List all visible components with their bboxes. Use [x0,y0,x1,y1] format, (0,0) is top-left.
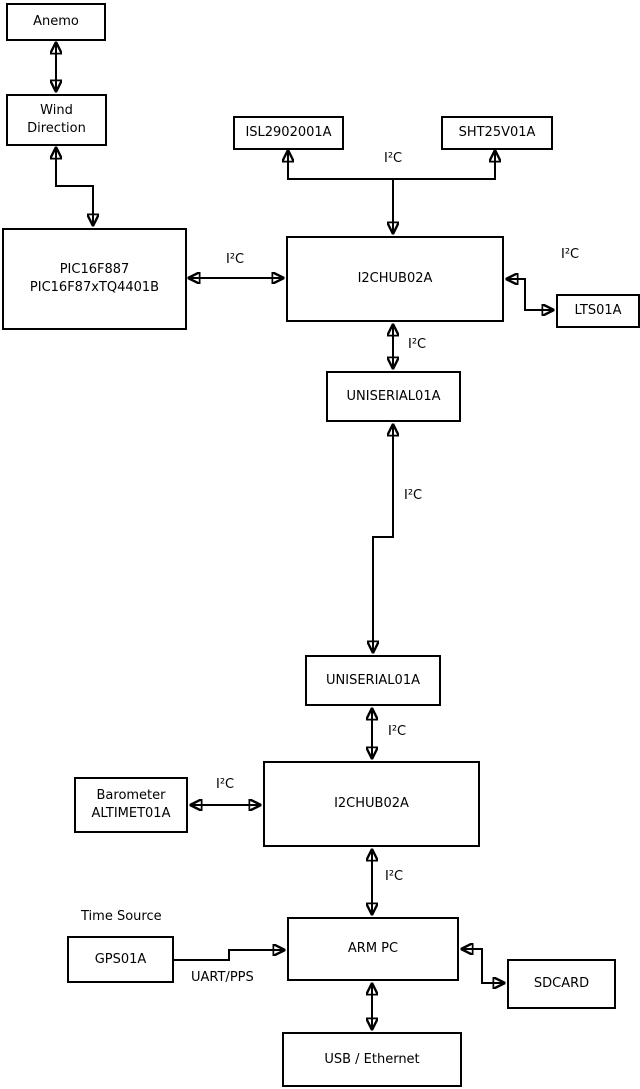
node-sdcard: SDCARD [507,959,616,1009]
node-sdcard-label: SDCARD [533,976,590,991]
node-wind-direction-label-1: Wind [40,103,73,118]
node-i2chub-upper-label: I2CHUB02A [357,271,433,286]
node-arm-pc: ARM PC [287,917,459,981]
node-barometer: Barometer ALTIMET01A [74,777,188,833]
edge-armpc-sdcard [461,949,505,983]
node-pic16f887-label-2: PIC16F87xTQ4401B [29,280,160,295]
edge-winddirection-pic [56,147,93,226]
edge-label-i2c-uniserial-hub: I²C [388,724,407,739]
node-i2chub-lower: I2CHUB02A [263,761,480,847]
node-lts01a: LTS01A [556,294,640,328]
node-gps01a: GPS01A [67,936,174,983]
node-arm-pc-label: ARM PC [347,941,399,956]
node-anemo: Anemo [6,3,106,41]
node-uniserial-lower: UNISERIAL01A [305,655,441,706]
node-pic16f887: PIC16F887 PIC16F87xTQ4401B [2,228,187,330]
node-pic16f887-label-1: PIC16F887 [59,262,130,277]
node-lts01a-label: LTS01A [574,303,622,318]
node-usb-ethernet-label: USB / Ethernet [324,1051,420,1067]
edge-label-i2c-barometer: I²C [216,777,235,792]
edge-i2chub-lts [506,279,554,310]
node-isl2902001a-label: ISL2902001A [245,125,332,140]
node-barometer-label-1: Barometer [96,788,166,803]
edge-label-i2c-lts: I²C [561,247,580,262]
node-wind-direction-label-2: Direction [27,121,86,136]
edge-uniserial-uniserial [373,424,393,653]
edge-label-i2c-hub-armpc: I²C [385,869,404,884]
edge-label-i2c-pic: I²C [226,252,245,267]
node-i2chub-lower-label: I2CHUB02A [334,796,409,811]
edge-label-uart-pps: UART/PPS [191,970,254,985]
node-isl2902001a: ISL2902001A [233,116,344,150]
label-time-source: Time Source [81,909,162,924]
node-i2chub-upper: I2CHUB02A [286,236,504,322]
node-barometer-label-2: ALTIMET01A [91,806,171,821]
node-gps01a-label: GPS01A [94,951,147,967]
node-uniserial-lower-label: UNISERIAL01A [326,672,420,688]
node-wind-direction: Wind Direction [6,94,107,146]
node-sht25v01a: SHT25V01A [441,116,553,150]
edge-label-i2c-sensors: I²C [384,151,403,166]
node-usb-ethernet: USB / Ethernet [282,1032,462,1087]
edge-i2chub-isl-sht-branch [288,150,495,180]
node-anemo-label: Anemo [33,14,79,29]
edge-label-i2c-hub-uniserial: I²C [408,337,427,352]
node-uniserial-upper: UNISERIAL01A [326,371,461,422]
node-sht25v01a-label: SHT25V01A [458,125,536,140]
edge-label-i2c-long-link: I²C [404,488,423,503]
node-uniserial-upper-label: UNISERIAL01A [346,388,441,404]
edge-gps-armpc [174,950,285,961]
